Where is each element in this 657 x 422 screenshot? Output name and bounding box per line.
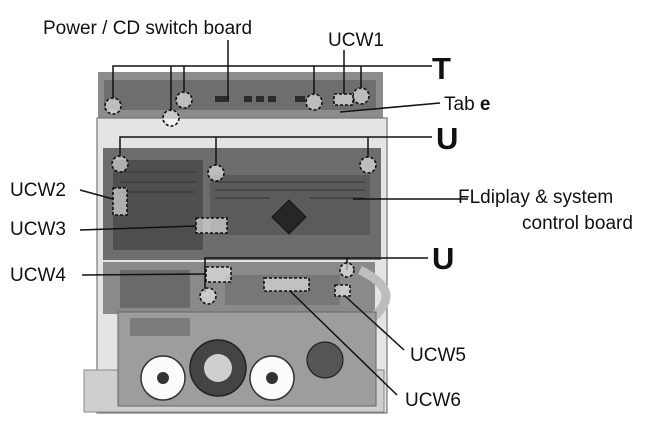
screw-marker-u4 [199,287,217,305]
labels: Power / CD switch board UCW1 T Tab e U U… [10,18,633,411]
ucw6-label: UCW6 [405,390,461,411]
unit-photo [83,72,391,414]
power-cd-board-label: Power / CD switch board [43,18,252,39]
markers [104,87,377,305]
tab-e-label: Tab e [444,94,491,115]
screw-marker-u1 [111,155,129,173]
screw-marker-t3 [175,91,193,109]
connector-marker-ucw1 [333,93,354,106]
ucw2-label: UCW2 [10,180,66,201]
connector-marker-ucw5 [334,284,351,297]
tab-letter: e [480,94,491,115]
u-mid-label: U [432,241,454,276]
tab-prefix: Tab [444,94,480,115]
ucw1-label: UCW1 [328,30,384,51]
u-top-label: U [436,121,458,156]
screw-marker-t2 [162,109,180,127]
fl-board-label-line2: control board [522,213,633,234]
ucw3-label: UCW3 [10,219,66,240]
screw-marker-t1 [104,97,122,115]
leader-lines [79,40,468,396]
ucw5-label: UCW5 [410,345,466,366]
screw-marker-t5 [352,87,370,105]
fl-board-label-line1: FLdiplay & system [458,187,613,208]
connector-marker-ucw4 [205,266,232,283]
screw-marker-t4 [305,93,323,111]
connector-marker-ucw3 [195,217,228,234]
connector-marker-ucw2 [112,187,128,216]
screw-marker-u5 [339,262,355,278]
connector-marker-ucw6 [263,277,310,292]
t-label: T [432,51,451,86]
screw-marker-u3 [359,156,377,174]
screw-marker-u2 [207,164,225,182]
ucw4-label: UCW4 [10,265,66,286]
